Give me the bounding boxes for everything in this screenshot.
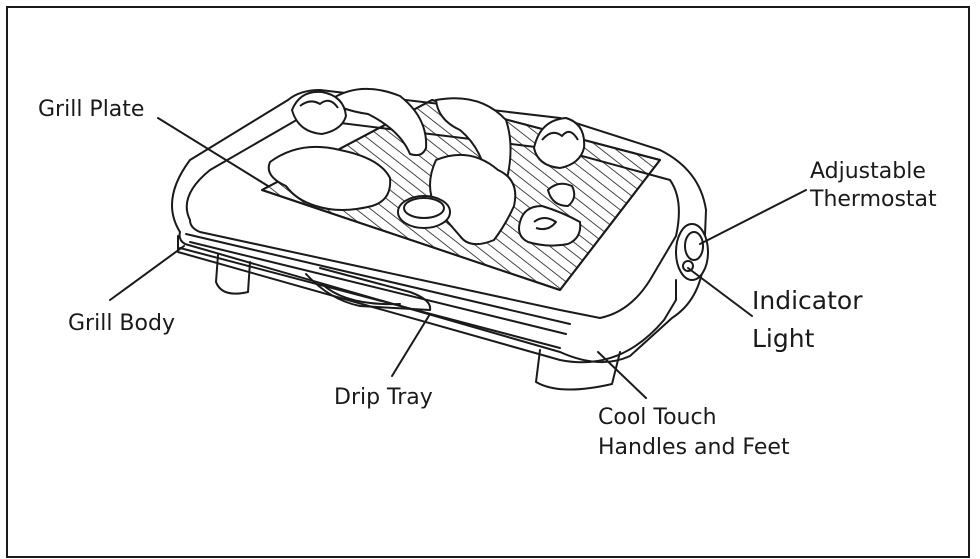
label-grill-body: Grill Body <box>68 310 175 338</box>
leader-grill-body <box>110 246 184 300</box>
leader-thermostat <box>700 190 806 244</box>
label-thermostat: Thermostat <box>810 186 937 214</box>
label-drip-tray: Drip Tray <box>334 384 433 412</box>
label-handles-feet: Handles and Feet <box>598 434 790 462</box>
food-tomato-top <box>292 92 346 134</box>
label-light: Light <box>752 322 814 356</box>
label-cool-touch: Cool Touch <box>598 404 717 432</box>
label-adjustable: Adjustable <box>810 158 926 186</box>
label-indicator: Indicator <box>752 284 862 318</box>
leader-indicator <box>688 268 752 316</box>
leader-drip-tray <box>392 314 430 376</box>
leader-grill-plate <box>158 118 268 186</box>
food-mushroom <box>534 118 584 168</box>
label-grill-plate: Grill Plate <box>38 96 144 124</box>
